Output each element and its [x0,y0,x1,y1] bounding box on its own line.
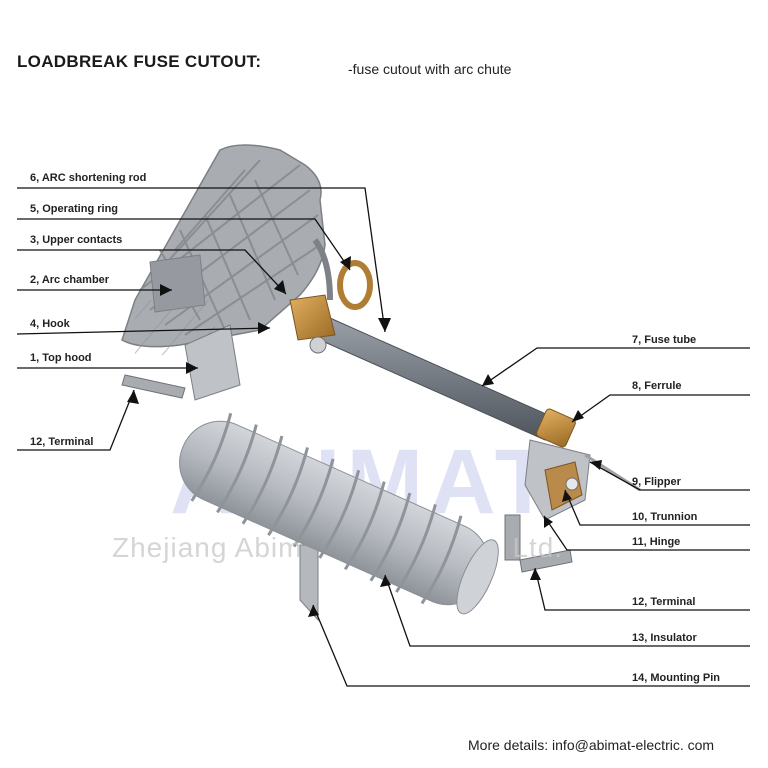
operating-ring [337,260,373,310]
label-insulator: 13, Insulator [632,632,697,644]
ferrule [536,408,576,448]
label-mounting-pin: 14, Mounting Pin [632,672,720,684]
diagram-subtitle: -fuse cutout with arc chute [348,61,512,77]
label-flipper: 9, Flipper [632,476,681,488]
label-hook: 4, Hook [30,318,70,330]
top-hood [184,324,241,401]
label-arc-chamber: 2, Arc chamber [30,274,110,286]
diagram-title: LOADBREAK FUSE CUTOUT: [17,52,262,71]
insulator [179,412,499,615]
label-arc-shortening-rod: 6, ARC shortening rod [30,172,147,184]
label-trunnion: 10, Trunnion [632,511,698,523]
label-fuse-tube: 7, Fuse tube [632,334,697,346]
terminal-left [121,374,186,399]
leader-lines [16,187,750,687]
arrowheads [127,256,602,617]
upper-contacts [289,294,336,354]
contact-details: More details: info@abimat-electric. com [468,737,715,753]
hinge-assembly [504,439,641,573]
label-upper-contacts: 3, Upper contacts [30,234,123,246]
label-terminal-left: 12, Terminal [30,436,94,448]
label-operating-ring: 5, Operating ring [30,203,119,215]
label-ferrule: 8, Ferrule [632,380,682,392]
label-hinge: 11, Hinge [632,536,681,548]
label-terminal-right: 12, Terminal [632,596,696,608]
fuse-tube [319,317,556,441]
arc-shortening-rod [312,238,333,301]
label-top-hood: 1, Top hood [30,352,92,364]
